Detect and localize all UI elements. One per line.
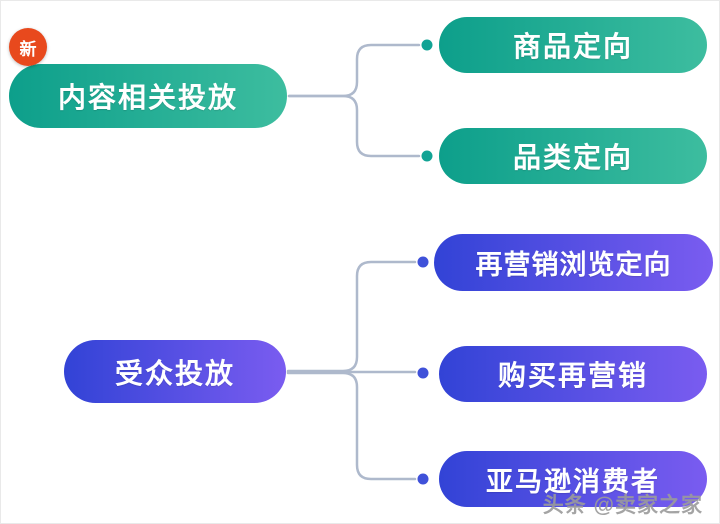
connector-content-to-product <box>287 43 421 98</box>
node-category-targeting: 品类定向 <box>439 128 707 184</box>
new-badge-label: 新 <box>19 39 37 59</box>
connector-audience-to-consumers <box>286 371 417 481</box>
node-product-targeting: 商品定向 <box>439 17 707 73</box>
node-amazon-consumers: 亚马逊消费者 <box>439 451 707 507</box>
node-purchase-remarketing: 购买再营销 <box>439 346 707 402</box>
connector-content-to-category <box>287 94 421 158</box>
branch-dot-product <box>421 39 433 51</box>
branch-dot-remarketing <box>417 256 429 268</box>
new-badge: 新 <box>9 28 47 66</box>
node-content-related-targeting: 内容相关投放 <box>9 64 287 128</box>
branch-dot-purchase <box>417 367 429 379</box>
branch-dot-consumers <box>417 473 429 485</box>
node-audience-targeting: 受众投放 <box>64 340 286 403</box>
node-remarketing-views-targeting: 再营销浏览定向 <box>434 234 713 291</box>
connector-audience-to-remarketing <box>286 260 417 373</box>
branch-dot-category <box>421 150 433 162</box>
watermark: 头条 @卖家之家 <box>542 494 703 517</box>
